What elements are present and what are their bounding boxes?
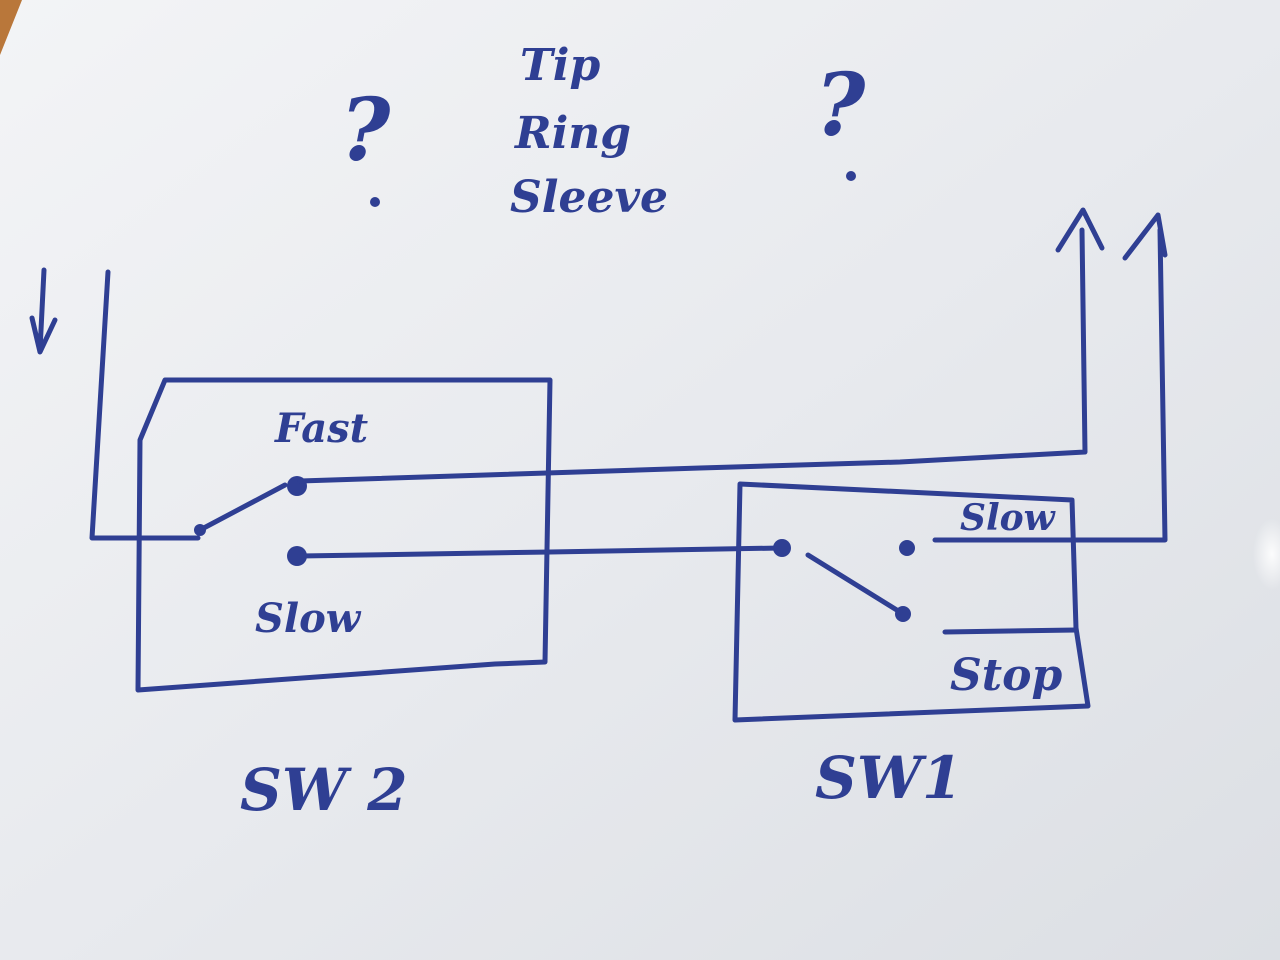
label-sleeve: Sleeve — [510, 172, 668, 223]
question-mark-left: ? — [340, 80, 392, 181]
paper-corner-shadow — [0, 0, 22, 55]
slow-output-arrow-icon — [1122, 212, 1168, 261]
question-dot-right — [846, 171, 856, 181]
question-mark-right: ? — [815, 55, 867, 156]
light-glare — [1120, 380, 1280, 680]
label-tip: Tip — [520, 40, 600, 91]
input-arrow-icon — [29, 267, 58, 355]
sw1-label-slow: Slow — [960, 497, 1057, 539]
label-ring: Ring — [513, 108, 631, 159]
sw1-label-stop: Stop — [950, 650, 1062, 701]
slow-output-wire — [932, 227, 1168, 543]
sw2-lever — [197, 482, 288, 533]
sw2-slow-terminal — [287, 546, 307, 566]
sw1-common-terminal — [773, 539, 791, 557]
input-wire — [89, 269, 201, 541]
fast-output-arrow-icon — [1055, 207, 1105, 253]
sw2-box — [135, 377, 553, 693]
fast-output-wire — [297, 227, 1088, 484]
sw2-label-slow: Slow — [255, 595, 362, 642]
sw1-name: SW1 — [815, 744, 962, 812]
sw1-lever — [805, 552, 903, 615]
sw2-label-fast: Fast — [274, 405, 369, 452]
sw1-box — [732, 481, 1091, 723]
question-dot-left — [370, 197, 380, 207]
sw2-to-sw1-wire — [297, 545, 783, 559]
sw1-slow-terminal — [899, 540, 915, 556]
sw2-name: SW 2 — [240, 756, 408, 824]
sw1-stop-divider — [942, 627, 1079, 635]
